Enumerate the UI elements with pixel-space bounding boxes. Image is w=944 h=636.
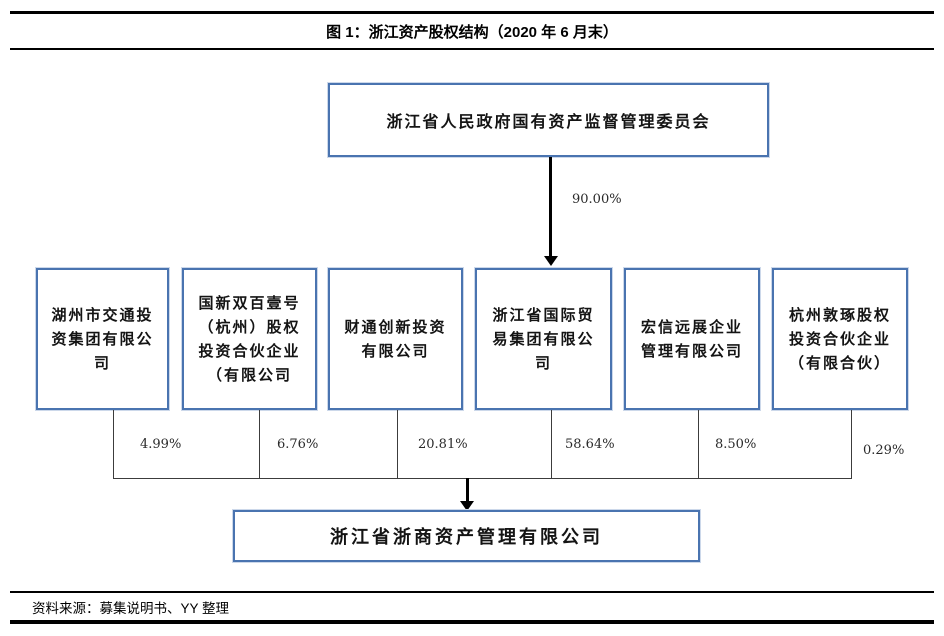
bottom-rule (10, 620, 934, 624)
parent-company-box: 浙江省人民政府国有资产监督管理委员会 (328, 83, 769, 157)
ownership-pct-6: 0.29% (863, 443, 905, 458)
parent-ownership-label: 90.00% (572, 192, 622, 207)
source-note: 资料来源：募集说明书、YY 整理 (32, 601, 230, 616)
subject-company-box: 浙江省浙商资产管理有限公司 (233, 510, 700, 562)
shareholder-box-1: 湖州市交通投资集团有限公司 (36, 268, 169, 410)
shareholder-box-5: 宏信远展企业管理有限公司 (624, 268, 760, 410)
connector-line-3 (397, 410, 398, 478)
ownership-pct-3: 20.81% (418, 437, 468, 452)
title-underline-rule (10, 48, 934, 50)
top-rule (10, 11, 934, 14)
ownership-pct-2: 6.76% (277, 437, 319, 452)
company-arrow-head-icon (460, 501, 474, 511)
parent-arrow-head-icon (544, 256, 558, 266)
shareholder-box-3: 财通创新投资有限公司 (328, 268, 463, 410)
connector-line-1 (113, 410, 114, 478)
parent-arrow-line (549, 157, 552, 257)
shareholder-box-4: 浙江省国际贸易集团有限公司 (475, 268, 612, 410)
ownership-pct-5: 8.50% (715, 437, 757, 452)
company-arrow-line (466, 478, 469, 502)
connector-line-5 (698, 410, 699, 478)
shareholder-box-6: 杭州敦琢股权投资合伙企业（有限合伙） (772, 268, 908, 410)
connector-line-6 (851, 410, 852, 478)
shareholder-box-2: 国新双百壹号（杭州）股权投资合伙企业（有限公司 (182, 268, 317, 410)
source-divider-rule (10, 591, 934, 593)
connector-line-4 (551, 410, 552, 478)
connector-bus-line (113, 478, 852, 479)
ownership-pct-1: 4.99% (140, 437, 182, 452)
ownership-pct-4: 58.64% (565, 437, 615, 452)
connector-line-2 (259, 410, 260, 478)
figure-title: 图 1：浙江资产股权结构（2020 年 6 月末） (326, 24, 618, 41)
